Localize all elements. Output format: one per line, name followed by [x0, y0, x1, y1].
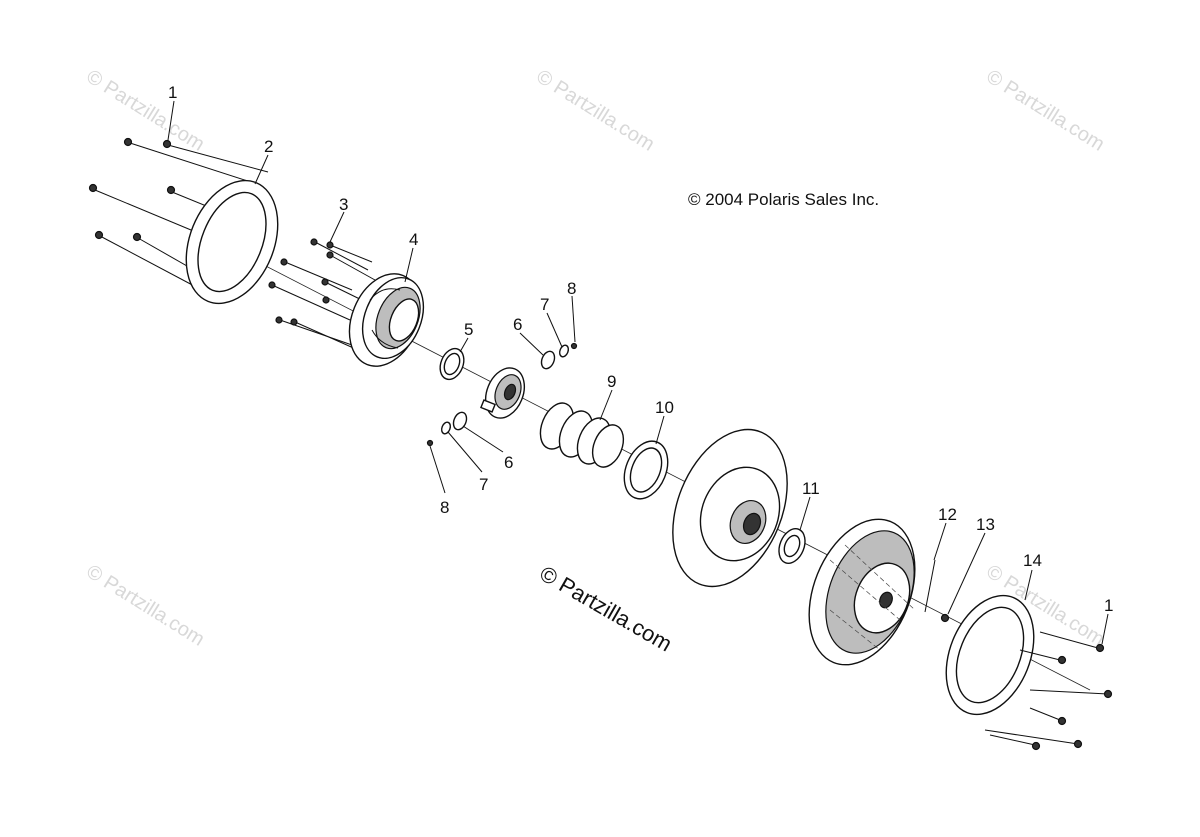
copyright-notice: © 2004 Polaris Sales Inc. [688, 190, 879, 209]
left-gasket-ring [185, 179, 279, 305]
callout-6-top: 6 [513, 315, 522, 334]
callout-2: 2 [264, 137, 273, 156]
partzilla-watermark: © Partzilla.com [536, 561, 677, 657]
clutch-housing [348, 273, 425, 367]
spring-washer [623, 440, 669, 500]
callout-1-top: 1 [168, 83, 177, 102]
sheave-washer [778, 528, 806, 564]
callout-numbers: 1 2 3 4 5 6 7 8 9 10 6 7 8 11 12 13 14 1 [168, 83, 1113, 615]
callout-7-bottom: 7 [479, 475, 488, 494]
callout-8-bottom: 8 [440, 498, 449, 517]
cover-screw-and-nut [924, 559, 950, 623]
faint-watermarks: © Partzilla.com © Partzilla.com © Partzi… [82, 66, 1108, 651]
callout-1-right: 1 [1104, 596, 1113, 615]
watermark-top-center: © Partzilla.com [532, 66, 658, 156]
callout-11: 11 [802, 479, 820, 498]
watermark-bottom-left: © Partzilla.com [82, 561, 208, 651]
watermark-top-left: © Partzilla.com [82, 66, 208, 156]
roller-set-lower [426, 411, 468, 447]
callout-3: 3 [339, 195, 348, 214]
callout-10: 10 [655, 398, 674, 417]
left-cover-bolts [88, 137, 271, 289]
callout-leaders [167, 100, 1109, 645]
callout-14: 14 [1023, 551, 1042, 570]
fixed-sheave-cover [808, 518, 916, 666]
right-gasket-ring [945, 594, 1035, 716]
housing-bolts [268, 238, 376, 351]
right-cover-bolts [984, 631, 1113, 751]
spider-hub [480, 367, 526, 419]
callout-8-top: 8 [567, 279, 576, 298]
callout-5: 5 [464, 320, 473, 339]
seal-ring [439, 347, 465, 381]
callout-6-bottom: 6 [504, 453, 513, 472]
callout-4: 4 [409, 230, 418, 249]
roller-set-upper [540, 342, 578, 370]
watermark-top-right: © Partzilla.com [982, 66, 1108, 156]
callout-12: 12 [938, 505, 957, 524]
movable-sheave [672, 428, 788, 588]
callout-9: 9 [607, 372, 616, 391]
clutch-spring [539, 402, 625, 468]
callout-13: 13 [976, 515, 995, 534]
callout-7-top: 7 [540, 295, 549, 314]
